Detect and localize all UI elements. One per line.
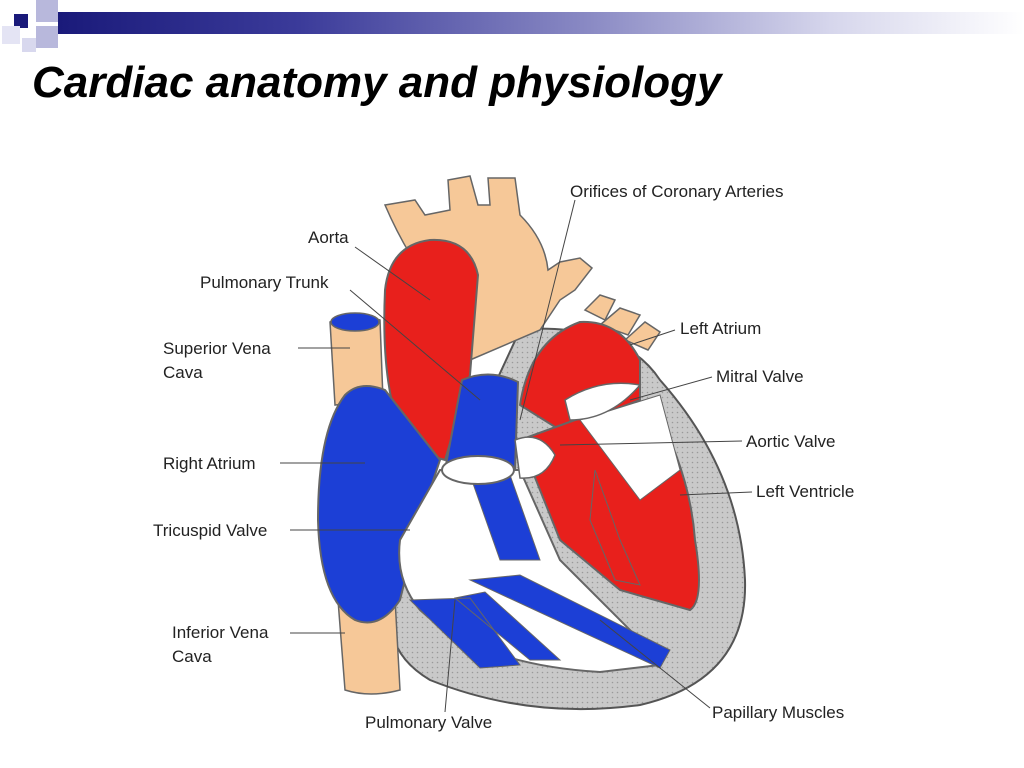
label-inferior-vena-cava-line1: Inferior Vena	[172, 623, 269, 642]
right-atrium	[316, 385, 442, 624]
label-orifices-coronary-arteries: Orifices of Coronary Arteries	[570, 182, 784, 201]
label-pulmonary-trunk: Pulmonary Trunk	[200, 273, 329, 292]
slide-title: Cardiac anatomy and physiology	[32, 58, 722, 107]
corner-squares-decoration	[0, 0, 58, 52]
label-inferior-vena-cava-line2: Cava	[172, 647, 212, 666]
label-aortic-valve: Aortic Valve	[746, 432, 835, 451]
label-superior-vena-cava-line2: Cava	[163, 363, 203, 382]
label-left-ventricle: Left Ventricle	[756, 482, 854, 501]
pulmonary-valve-ring	[441, 455, 515, 485]
label-pulmonary-valve: Pulmonary Valve	[365, 713, 492, 732]
label-superior-vena-cava-line1: Superior Vena	[163, 339, 271, 358]
pulmonary-veins	[583, 294, 662, 351]
aorta	[383, 238, 480, 462]
svc-opening	[330, 312, 380, 332]
leader-lines	[280, 199, 753, 713]
inferior-vena-cava	[337, 597, 401, 695]
mitral-valve-shape	[564, 382, 642, 421]
label-aorta: Aorta	[308, 228, 349, 247]
papillary-muscle-left	[589, 469, 641, 586]
label-mitral-valve: Mitral Valve	[716, 367, 804, 386]
aortic-valve-shape	[514, 436, 556, 479]
label-papillary-muscles: Papillary Muscles	[712, 703, 844, 722]
label-tricuspid-valve: Tricuspid Valve	[153, 521, 267, 540]
left-ventricle-chordae	[579, 394, 681, 501]
pulmonary-trunk	[443, 373, 520, 471]
label-left-atrium: Left Atrium	[680, 319, 761, 338]
label-right-atrium: Right Atrium	[163, 454, 256, 473]
right-ventricle-muscles	[408, 474, 671, 669]
title-accent-bar	[58, 12, 1024, 34]
